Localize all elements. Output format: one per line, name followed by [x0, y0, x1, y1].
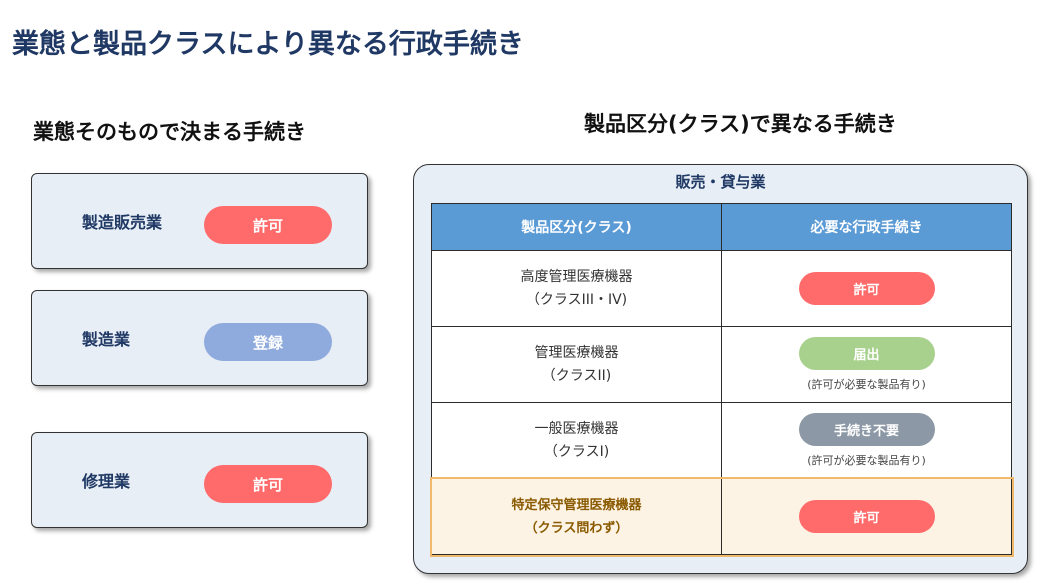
procedure-note: (許可が必要な製品有り)	[807, 454, 926, 467]
procedure-badge: 許可	[798, 272, 935, 305]
business-card-manufacturing-sales: 製造販売業 許可	[31, 173, 368, 269]
class-range: （クラスI)	[543, 443, 610, 460]
class-name: 高度管理医療機器	[520, 268, 633, 285]
class-cell: 高度管理医療機器 （クラスIII・IV)	[431, 250, 722, 327]
business-card-repair: 修理業 許可	[31, 432, 368, 528]
procedure-badge: 許可	[204, 206, 332, 244]
panel-title: 販売・貸与業	[675, 173, 766, 191]
class-name: 一般医療機器	[534, 420, 619, 437]
column-header-procedure: 必要な行政手続き	[721, 203, 1012, 251]
business-label: 修理業	[82, 472, 131, 491]
class-name: 特定保守管理医療機器	[511, 497, 642, 513]
class-cell: 一般医療機器 （クラスI)	[431, 402, 722, 479]
column-header-class: 製品区分(クラス)	[431, 203, 722, 251]
class-name: 管理医療機器	[534, 344, 619, 361]
sales-rental-panel: 販売・貸与業 製品区分(クラス) 必要な行政手続き 高度管理医療機器 （クラスI…	[413, 164, 1028, 574]
class-range: （クラスIII・IV)	[525, 291, 628, 308]
procedure-badge: 登録	[204, 323, 332, 361]
right-section-heading: 製品区分(クラス)で異なる手続き	[584, 112, 897, 136]
procedure-cell: 届出 (許可が必要な製品有り)	[721, 326, 1012, 403]
table-row: 高度管理医療機器 （クラスIII・IV) 許可	[431, 250, 1012, 327]
class-range: （クラスII)	[541, 367, 612, 384]
business-label: 製造業	[82, 330, 131, 349]
page-title: 業態と製品クラスにより異なる行政手続き	[12, 29, 524, 60]
table-row: 一般医療機器 （クラスI) 手続き不要 (許可が必要な製品有り)	[431, 402, 1012, 479]
procedure-note: (許可が必要な製品有り)	[807, 378, 926, 391]
class-cell: 特定保守管理医療機器 （クラス問わず）	[431, 478, 722, 555]
procedure-cell: 許可	[721, 250, 1012, 327]
left-section-heading: 業態そのもので決まる手続き	[33, 120, 306, 144]
procedure-badge: 届出	[798, 337, 935, 370]
table-header-row: 製品区分(クラス) 必要な行政手続き	[431, 203, 1012, 251]
procedure-cell: 手続き不要 (許可が必要な製品有り)	[721, 402, 1012, 479]
business-card-manufacturing: 製造業 登録	[31, 290, 368, 386]
procedure-badge: 許可	[798, 500, 935, 533]
procedure-badge: 手続き不要	[798, 413, 935, 446]
procedure-cell: 許可	[721, 478, 1012, 555]
business-label: 製造販売業	[82, 213, 163, 232]
procedure-badge: 許可	[204, 465, 332, 503]
table-row: 管理医療機器 （クラスII) 届出 (許可が必要な製品有り)	[431, 326, 1012, 403]
class-procedure-table: 製品区分(クラス) 必要な行政手続き 高度管理医療機器 （クラスIII・IV) …	[429, 203, 1014, 557]
class-cell: 管理医療機器 （クラスII)	[431, 326, 722, 403]
class-range: （クラス問わず）	[524, 520, 629, 536]
table-row-special: 特定保守管理医療機器 （クラス問わず） 許可	[429, 476, 1014, 557]
